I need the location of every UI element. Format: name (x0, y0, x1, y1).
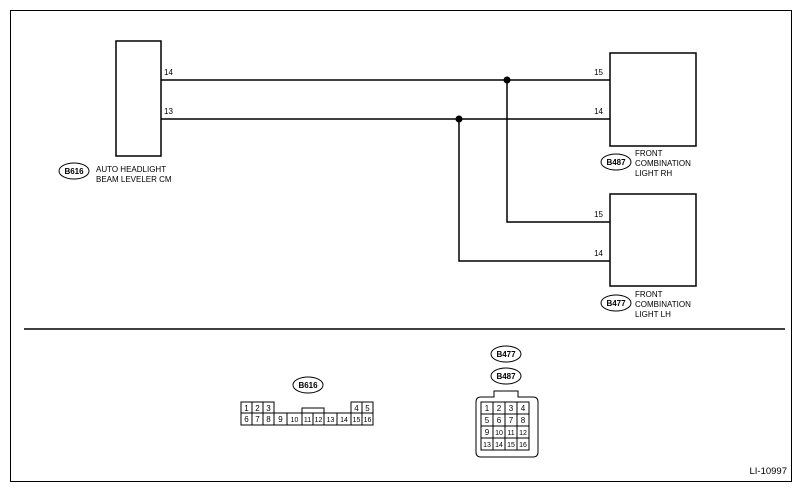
pin-number-6: 6 (497, 416, 502, 425)
connector-tag-b616-text: B616 (64, 167, 84, 176)
pin-number-5: 5 (365, 404, 370, 413)
pin-number-5: 5 (485, 416, 490, 425)
b616-pin-numbers: 1 2 3 4 5 6 7 8 9 10 11 12 13 14 15 16 (244, 404, 371, 424)
pin-number-2: 2 (497, 404, 502, 413)
pin-number-4: 4 (521, 404, 526, 413)
pin-number-15: 15 (507, 442, 515, 449)
rh-label-line2: COMBINATION (635, 159, 691, 168)
b487-view-tag (490, 367, 522, 385)
lh-label-line3: LIGHT LH (635, 310, 671, 319)
pin-number-1: 1 (485, 404, 490, 413)
pin-number-12: 12 (315, 417, 323, 424)
pin-number-3: 3 (509, 404, 514, 413)
b477-b487-pin-numbers: 1 2 3 4 5 6 7 8 9 10 11 12 13 14 15 16 (483, 404, 527, 449)
pin-number-11: 11 (507, 430, 514, 437)
pin-rh-14: 14 (594, 107, 603, 116)
cm-box (115, 40, 162, 157)
pin-number-9: 9 (278, 415, 283, 424)
b616-view-tag-text: B616 (298, 381, 318, 390)
lh-label-line1: FRONT (635, 290, 663, 299)
pin-number-7: 7 (255, 415, 260, 424)
pin-number-13: 13 (483, 442, 491, 449)
connector-tag-b487-text: B487 (606, 158, 626, 167)
pin-number-6: 6 (244, 415, 249, 424)
b616-view-tag (292, 376, 324, 394)
pin-number-7: 7 (509, 416, 514, 425)
pin-lh-15: 15 (594, 210, 603, 219)
figure-id: LI-10997 (749, 466, 787, 477)
pin-number-10: 10 (291, 417, 299, 424)
b477-view-tag-text: B477 (496, 350, 516, 359)
pin-cm-13: 13 (164, 107, 173, 116)
rh-label-line3: LIGHT RH (635, 169, 672, 178)
pin-number-16: 16 (519, 442, 527, 449)
pin-number-12: 12 (519, 430, 527, 437)
pin-number-16: 16 (364, 417, 372, 424)
b477-b487-connector-face (475, 390, 539, 458)
b616-connector-face (240, 401, 374, 426)
lh-light-box (609, 193, 697, 287)
connector-cavity (516, 437, 530, 451)
splice-dot-upper (503, 76, 511, 84)
b487-view-tag-text: B487 (496, 372, 516, 381)
lh-label-line2: COMBINATION (635, 300, 691, 309)
rh-label-line1: FRONT (635, 149, 663, 158)
pin-number-1: 1 (244, 404, 249, 413)
pin-number-15: 15 (353, 417, 361, 424)
pin-number-3: 3 (266, 404, 271, 413)
connector-tag-b487 (600, 153, 632, 171)
wire-branch-lh14 (458, 119, 610, 262)
pin-number-2: 2 (255, 404, 260, 413)
pin-number-8: 8 (266, 415, 271, 424)
pin-number-8: 8 (521, 416, 526, 425)
wire-branch-lh15 (506, 80, 610, 223)
pin-number-10: 10 (495, 430, 503, 437)
connector-cavity (475, 390, 539, 458)
pin-number-14: 14 (340, 417, 348, 424)
splice-dot-lower (455, 115, 463, 123)
rh-light-box (609, 52, 697, 147)
pin-number-9: 9 (485, 428, 490, 437)
pin-rh-15: 15 (594, 68, 603, 77)
connector-cavity (361, 412, 374, 426)
pin-lh-14: 14 (594, 249, 603, 258)
pin-cm-14: 14 (164, 68, 173, 77)
wires (161, 79, 610, 262)
pin-number-11: 11 (304, 417, 311, 424)
diagram-frame (10, 10, 792, 482)
connector-tag-b477-text: B477 (606, 299, 626, 308)
connector-cavity (301, 407, 325, 414)
cm-label-line2: BEAM LEVELER CM (96, 175, 172, 184)
pin-number-13: 13 (327, 417, 335, 424)
b477-view-tag (490, 345, 522, 363)
pin-number-4: 4 (354, 404, 359, 413)
connector-tag-b477 (600, 294, 632, 312)
cm-label-line1: AUTO HEADLIGHT (96, 165, 166, 174)
pin-number-14: 14 (495, 442, 503, 449)
connector-tag-b616 (58, 162, 90, 180)
